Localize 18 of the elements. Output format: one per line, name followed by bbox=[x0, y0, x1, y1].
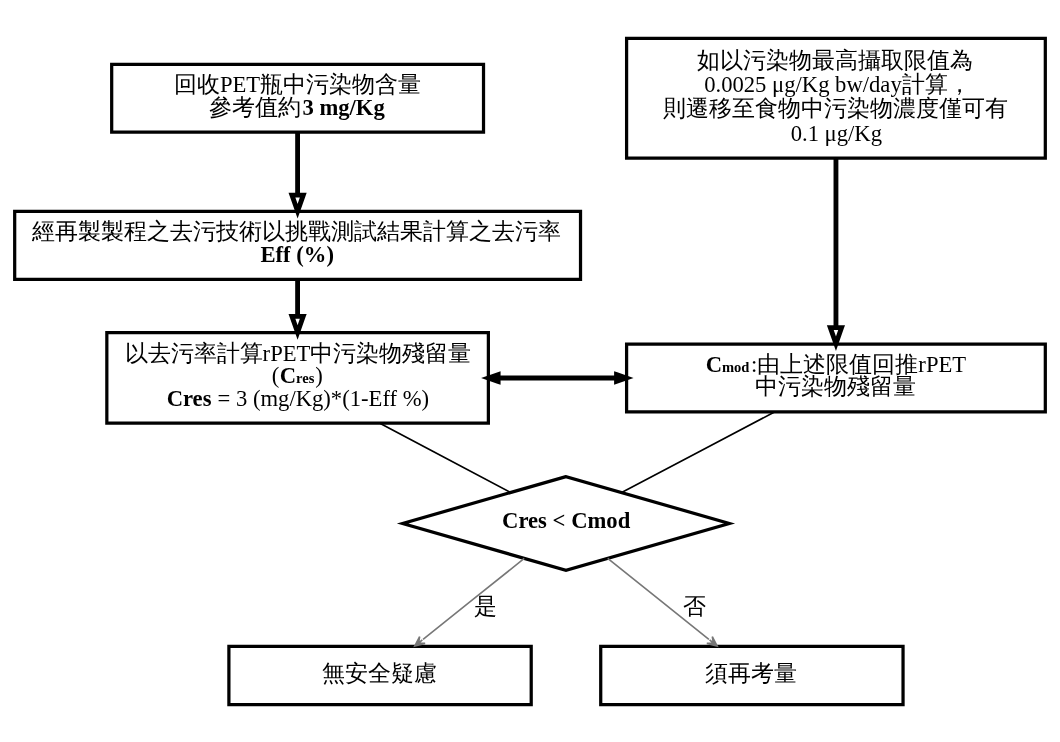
arrow bbox=[413, 557, 526, 647]
edge-label: 否 bbox=[683, 593, 706, 619]
node-box: 如以污染物最高攝取限值為0.0025 μg/Kg bw/day計算，則遷移至食物中污染物濃度僅可有0.1 μg/Kg bbox=[625, 36, 1047, 160]
connector bbox=[620, 410, 775, 493]
node-box: 以去污率計算rPET中污染物殘留量(Cres) Cres = 3 (mg/Kg)*(1-Eff %) bbox=[105, 330, 490, 425]
arrow bbox=[606, 557, 718, 647]
node-diamond: Cres < Cmod bbox=[396, 474, 736, 572]
node-box: 經再製製程之去污技術以挑戰測試結果計算之去污率 Eff (%) bbox=[13, 209, 583, 281]
arrow bbox=[481, 370, 634, 385]
arrow bbox=[826, 158, 846, 351]
arrow bbox=[288, 279, 307, 340]
node-box: 須再考量 bbox=[599, 644, 905, 706]
node-box: 無安全疑慮 bbox=[227, 644, 533, 706]
node-box: 回收PET瓶中污染物含量 參考值約3 mg/Kg bbox=[110, 62, 486, 134]
edge-label: 是 bbox=[474, 593, 498, 619]
node-box: Cmod:由上述限值回推rPET中污染物殘留量 bbox=[625, 341, 1047, 414]
arrow bbox=[288, 132, 307, 219]
connector bbox=[379, 422, 512, 493]
